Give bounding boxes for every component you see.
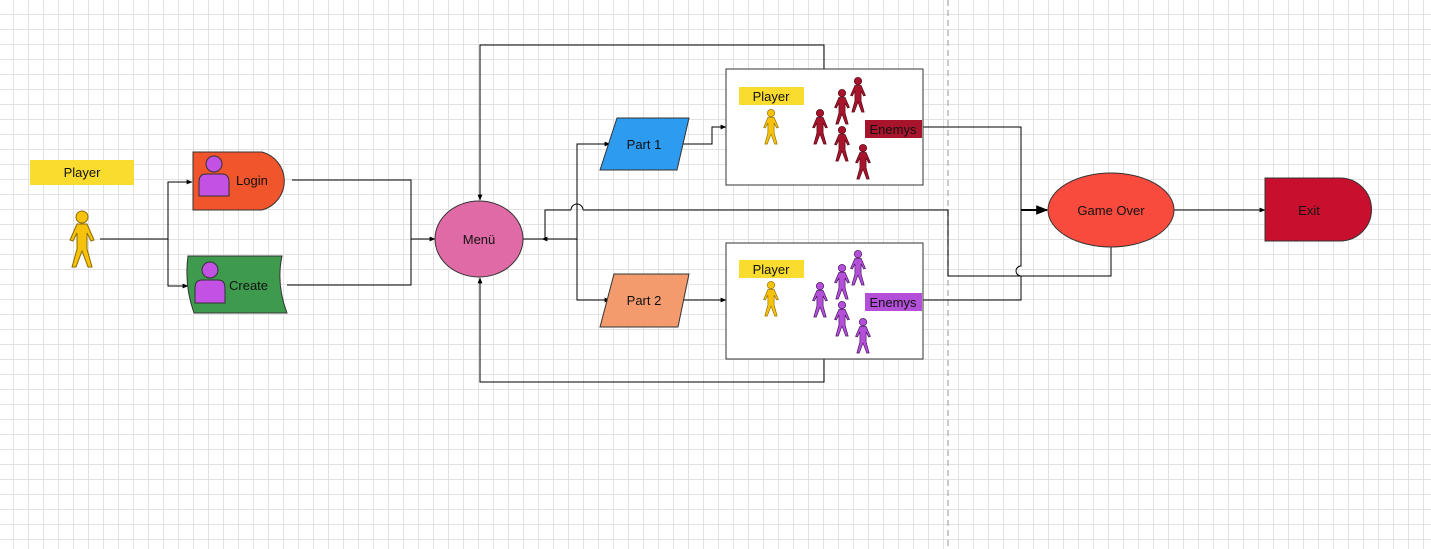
scene2-enemies-label: Enemys bbox=[870, 295, 917, 310]
connector-menu-part1 bbox=[576, 141, 611, 239]
scene1-box: Player Enemys bbox=[725, 68, 924, 186]
scene2-enemies-label-box bbox=[865, 293, 922, 311]
scene1-enemies-label-box bbox=[865, 120, 922, 138]
connector-scene2-gameover bbox=[922, 276, 1022, 301]
login-label: Login bbox=[236, 173, 268, 188]
connector-menu-part2 bbox=[576, 239, 611, 303]
connector-scene1-menu bbox=[477, 44, 825, 201]
part2-node[interactable] bbox=[599, 273, 690, 328]
game-over-node[interactable] bbox=[1047, 172, 1175, 248]
scene1-enemies-label: Enemys bbox=[870, 122, 917, 137]
connector-gameover-return bbox=[583, 209, 1112, 277]
menu-label: Menü bbox=[463, 232, 496, 247]
connector-player-login bbox=[100, 179, 193, 240]
part2-label: Part 2 bbox=[627, 293, 662, 308]
scene2-box: Player Enemys bbox=[725, 242, 924, 360]
part1-node[interactable] bbox=[599, 117, 690, 171]
scene2-player-label: Player bbox=[753, 262, 791, 277]
connector-hop bbox=[570, 203, 584, 211]
player-label: Player bbox=[64, 165, 102, 180]
connector-part1-scene1 bbox=[680, 124, 727, 145]
menu-node[interactable] bbox=[434, 200, 524, 278]
connector-crossing bbox=[1015, 210, 1022, 277]
scene2-player-label-box bbox=[739, 260, 804, 278]
scene1-player-label: Player bbox=[753, 89, 791, 104]
player-label-box bbox=[30, 160, 134, 185]
exit-node[interactable] bbox=[1264, 177, 1372, 242]
scene1-player-label-box bbox=[739, 87, 804, 105]
part1-label: Part 1 bbox=[627, 137, 662, 152]
connector-login-create-join bbox=[287, 179, 412, 286]
create-label: Create bbox=[229, 278, 268, 293]
login-avatar-icon bbox=[198, 155, 230, 197]
connector-scene2-menu bbox=[477, 277, 825, 383]
player-icon bbox=[69, 210, 95, 268]
connectors bbox=[100, 44, 1266, 383]
connector-gameover-menu bbox=[541, 209, 571, 242]
connector-player-create bbox=[167, 239, 189, 289]
exit-label: Exit bbox=[1298, 203, 1320, 218]
create-avatar-icon bbox=[194, 261, 226, 304]
game-over-label: Game Over bbox=[1077, 203, 1145, 218]
connector-scene1-gameover bbox=[922, 126, 1022, 210]
